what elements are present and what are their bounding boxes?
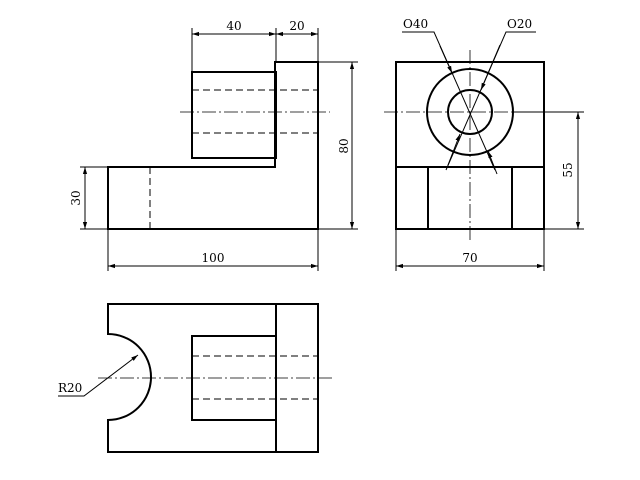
dim-label-r20: R20 <box>58 381 82 395</box>
leader-r20 <box>58 354 139 397</box>
top-outline <box>107 303 319 453</box>
dim-label-40: 40 <box>226 19 241 33</box>
dim-label-80: 80 <box>337 138 351 153</box>
leader-d40-arrow-a <box>439 45 453 74</box>
dim-label-d40: Ο40 <box>403 17 428 31</box>
front-view: 40 20 80 30 100 <box>69 19 358 271</box>
dim-label-30: 30 <box>69 190 83 205</box>
dim-label-20: 20 <box>289 19 304 33</box>
dim-label-70: 70 <box>462 251 477 265</box>
front-boss-rect <box>191 71 277 159</box>
dim-label-100: 100 <box>202 251 225 265</box>
dim-label-55: 55 <box>561 162 575 177</box>
side-view: Ο40 Ο20 55 70 <box>384 17 584 271</box>
dim-label-d20: Ο20 <box>507 17 532 31</box>
leader-d20 <box>445 31 536 171</box>
leader-d20-arrow-a <box>480 44 501 91</box>
leader-d40-arrow-b <box>487 150 498 175</box>
front-outline <box>107 61 319 230</box>
leader-d20-arrow-b <box>447 133 461 166</box>
top-view: R20 <box>58 303 332 453</box>
leader-d40 <box>402 31 496 171</box>
